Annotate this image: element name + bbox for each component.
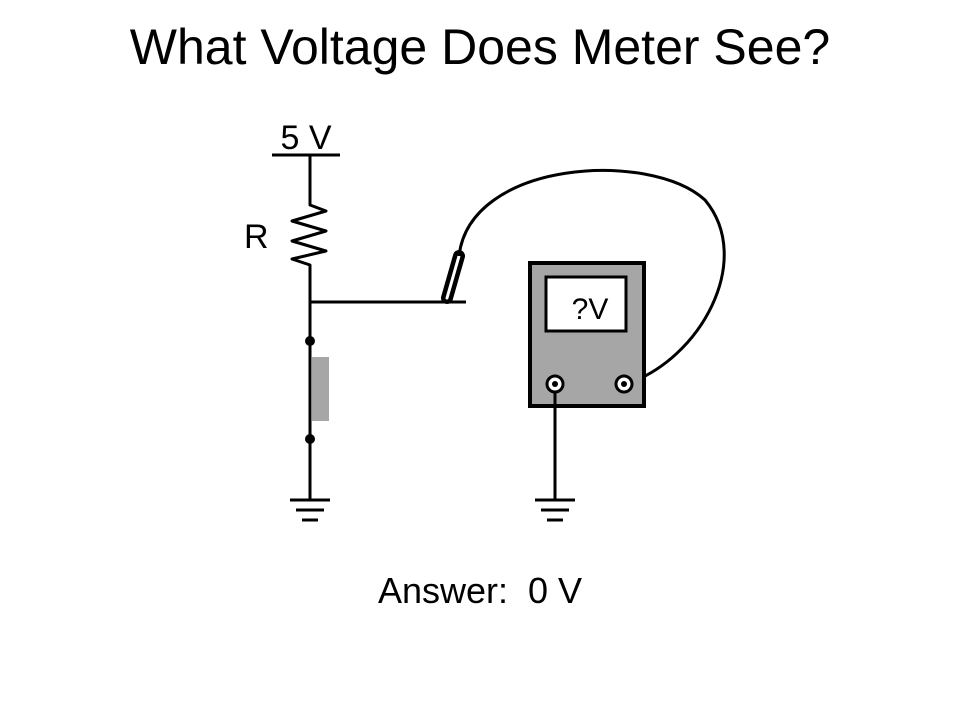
supply-label: 5 V xyxy=(280,119,331,157)
resistor-symbol xyxy=(290,196,328,272)
switch-plate xyxy=(312,357,329,421)
ground-symbol-right xyxy=(535,498,575,522)
meter-terminal-right xyxy=(614,374,634,394)
meter-display: ?V xyxy=(572,293,609,326)
answer-label: Answer: xyxy=(377,570,508,611)
answer-line: Answer: 0 V xyxy=(0,566,960,616)
answer-value: 0 V xyxy=(528,570,583,611)
slide-title: What Voltage Does Meter See? xyxy=(129,19,831,75)
ground-symbol-left xyxy=(290,498,330,522)
meter-terminal-left xyxy=(545,374,565,394)
meter-probe xyxy=(441,250,465,304)
resistor-label: R xyxy=(244,218,269,256)
probe-lead xyxy=(457,168,726,386)
meter-screen xyxy=(544,275,628,333)
